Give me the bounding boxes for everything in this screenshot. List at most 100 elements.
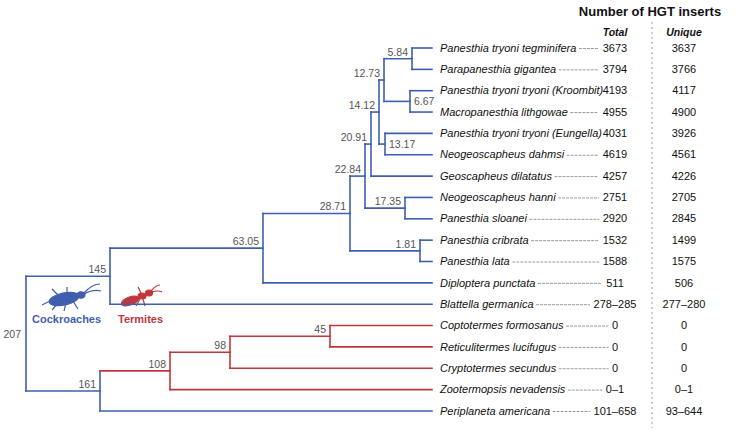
leader-line — [579, 48, 598, 49]
node-age: 5.84 — [387, 46, 409, 58]
total-count: 0–1 — [606, 383, 624, 396]
tree-branch — [170, 351, 230, 353]
total-count: 2920 — [603, 212, 627, 225]
leader-line — [559, 347, 608, 348]
total-count: 1588 — [603, 255, 627, 268]
tree-branch — [26, 390, 100, 392]
total-count: 4619 — [603, 148, 627, 161]
unique-count: 93–644 — [666, 405, 703, 418]
unique-count: 1575 — [672, 255, 696, 268]
species-name: Geoscapheus dilatatus — [440, 170, 552, 183]
node-age: 207 — [2, 328, 22, 340]
total-count: 101–658 — [594, 405, 637, 418]
tree-branch — [230, 335, 330, 337]
tree-branch — [26, 275, 110, 277]
tree-branch — [412, 47, 432, 49]
species-name: Parapanesthia gigantea — [440, 63, 556, 76]
group-label: Cockroaches — [32, 313, 101, 326]
tree-branch — [410, 111, 432, 113]
tree-branch — [330, 346, 432, 348]
unique-count: 2845 — [672, 212, 696, 225]
species-name: Neogeoscapheus hanni — [440, 191, 556, 204]
total-count: 4257 — [603, 170, 627, 183]
tree-branch — [230, 367, 432, 369]
tree-branch — [385, 154, 432, 156]
tree-branch — [405, 218, 432, 220]
unique-count: 4561 — [672, 148, 696, 161]
tree-branch — [385, 133, 432, 135]
node-age: 20.91 — [340, 131, 368, 143]
leader-line — [559, 368, 608, 369]
species-name: Panesthia lata — [440, 255, 510, 268]
total-count: 511 — [606, 277, 624, 290]
species-name: Panesthia tryoni tegminifera — [440, 42, 576, 55]
tree-branch — [100, 370, 170, 372]
species-name: Blattella germanica — [440, 298, 534, 311]
total-count: 3794 — [603, 63, 627, 76]
tree-branch — [100, 410, 432, 412]
cockroach-icon — [42, 284, 101, 311]
tree-branch — [405, 197, 432, 199]
tree-branch — [410, 90, 432, 92]
tree-branch — [263, 213, 350, 215]
unique-count: 3766 — [672, 63, 696, 76]
total-count: 4193 — [603, 84, 627, 97]
node-age: 14.12 — [348, 99, 376, 111]
unique-count: 4117 — [672, 84, 696, 97]
unique-count: 0–1 — [675, 383, 693, 396]
species-name: Zootermopsis nevadensis — [440, 383, 565, 396]
leader-line — [559, 197, 599, 198]
species-name: Periplaneta americana — [440, 405, 550, 418]
species-name: Panesthia cribrata — [440, 234, 529, 247]
node-age: 108 — [147, 358, 167, 370]
tree-branch — [25, 276, 27, 391]
tree-branch — [110, 303, 432, 305]
leader-line — [513, 262, 599, 263]
species-name: Panesthia tryoni tryoni (Kroombit) — [440, 84, 603, 97]
tree-branch — [330, 325, 432, 327]
unique-count: 0 — [681, 341, 687, 354]
leader-line — [553, 411, 590, 412]
group-label: Termites — [118, 313, 163, 326]
tree-branch — [170, 389, 432, 391]
column-header: Total — [603, 26, 628, 38]
total-count: 0 — [612, 362, 618, 375]
total-count: 0 — [612, 319, 618, 332]
unique-count: 4226 — [672, 170, 696, 183]
species-name: Panesthia tryoni tryoni (Eungella) — [440, 127, 602, 140]
species-name: Macropanesthia lithgowae — [440, 106, 568, 119]
tree-branch — [420, 261, 432, 263]
node-age: 13.17 — [388, 138, 416, 150]
tree-branch — [263, 282, 432, 284]
leader-line — [559, 69, 599, 70]
unique-count: 1499 — [672, 234, 696, 247]
unique-count: 3637 — [672, 42, 696, 55]
tree-branch — [365, 207, 405, 209]
tree-branch — [371, 175, 432, 177]
species-name: Neogeoscapheus dahmsi — [440, 148, 564, 161]
leader-line — [537, 304, 590, 305]
total-count: 278–285 — [594, 298, 637, 311]
node-age: 6.67 — [413, 95, 435, 107]
tree-branch — [379, 143, 385, 145]
total-count: 1532 — [603, 234, 627, 247]
leader-line — [571, 112, 599, 113]
tree-branch — [384, 58, 412, 60]
unique-count: 3926 — [672, 127, 696, 140]
leader-line — [568, 390, 601, 391]
node-age: 98 — [213, 339, 227, 351]
leader-line — [538, 283, 602, 284]
unique-count: 506 — [675, 277, 693, 290]
leader-line — [555, 176, 599, 177]
leader-line — [567, 155, 599, 156]
leader-line — [567, 326, 608, 327]
tree-branch — [110, 247, 263, 249]
node-age: 12.73 — [353, 67, 381, 79]
total-count: 2751 — [603, 191, 627, 204]
node-age: 145 — [87, 263, 107, 275]
tree-branch — [350, 175, 365, 177]
node-age: 1.81 — [395, 238, 417, 250]
column-divider — [652, 22, 653, 428]
species-name: Cryptotermes secundus — [440, 362, 556, 375]
